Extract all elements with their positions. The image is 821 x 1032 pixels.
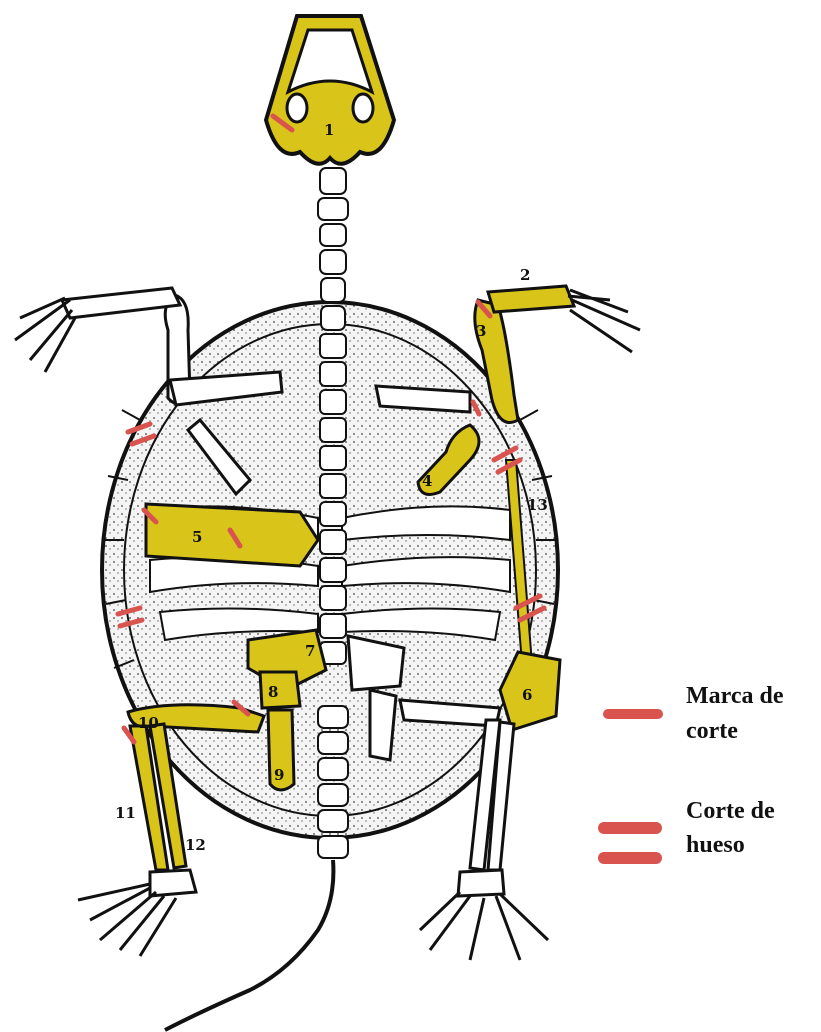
label-6: 6 <box>522 686 532 704</box>
label-3: 3 <box>476 322 486 340</box>
vertebral-column <box>318 168 348 858</box>
label-7: 7 <box>305 642 315 660</box>
legend-cut-label-line2: hueso <box>686 832 745 858</box>
legend-mark-label-line1: Marca de <box>686 683 784 709</box>
label-9: 9 <box>274 766 284 784</box>
label-2: 2 <box>520 266 530 284</box>
label-13: 13 <box>527 496 548 514</box>
label-8: 8 <box>268 683 278 701</box>
label-10: 10 <box>138 714 159 732</box>
legend-mark-label-line2: corte <box>686 718 738 744</box>
label-11: 11 <box>115 804 136 822</box>
label-4: 4 <box>422 472 432 490</box>
label-5: 5 <box>192 528 202 546</box>
skull <box>266 16 394 164</box>
label-1: 1 <box>324 121 334 139</box>
legend-cut-label-line1: Corte de <box>686 798 775 824</box>
legend: Marca de corte Corte de hueso <box>604 683 784 858</box>
label-12: 12 <box>185 836 206 854</box>
